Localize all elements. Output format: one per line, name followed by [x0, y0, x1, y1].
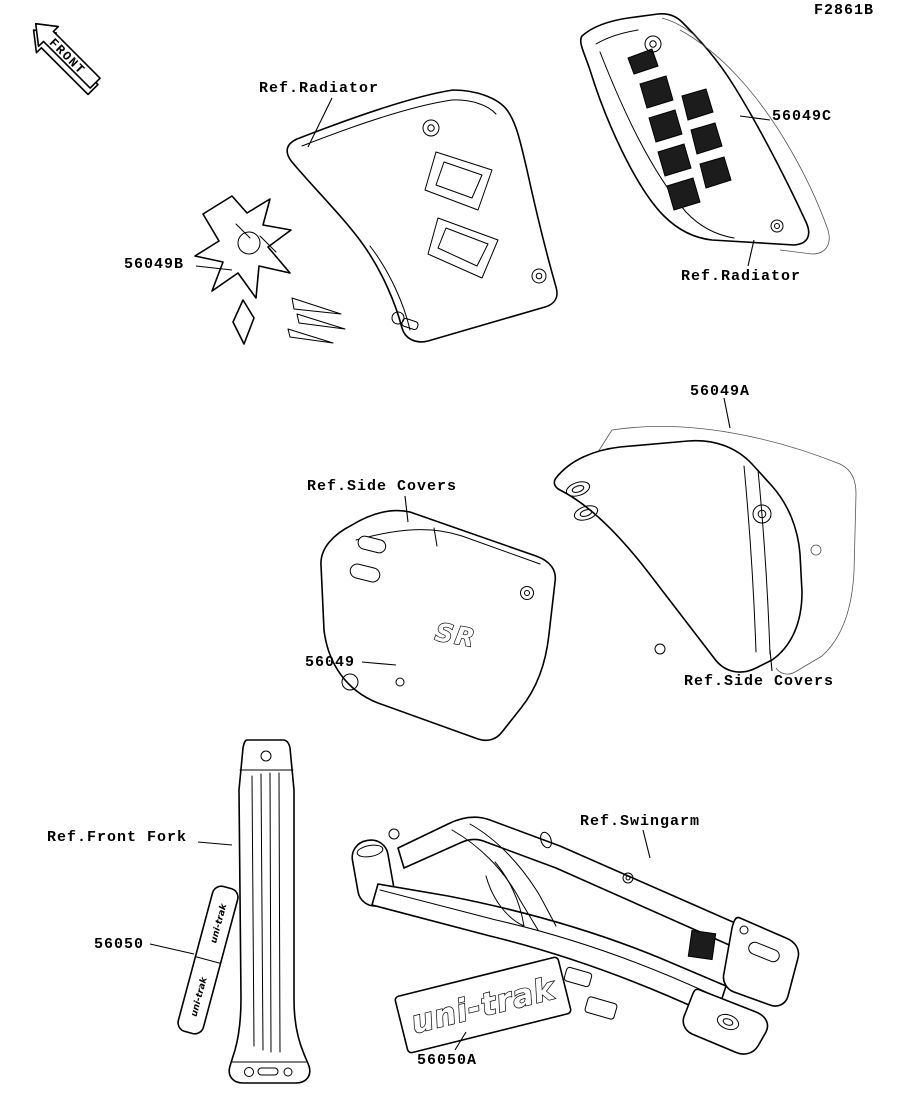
- chain-block: [687, 929, 717, 961]
- label-ref-side-covers-right: Ref.Side Covers: [684, 673, 835, 690]
- front-arrow: FRONT: [32, 22, 101, 96]
- radiator-shroud-left-drawing: [286, 89, 558, 343]
- label-ref-side-covers-left: Ref.Side Covers: [307, 478, 458, 495]
- leader-lines: [149, 97, 773, 1051]
- label-part-56050a: 56050A: [417, 1052, 478, 1069]
- label-part-56049: 56049: [305, 654, 356, 671]
- fork-decal-drawing: uni-trak uni-trak: [177, 885, 239, 1035]
- graphic-decal-56049b: [194, 195, 346, 345]
- sr-decal-text: SR: [433, 617, 479, 653]
- radiator-shroud-right-drawing: [579, 13, 830, 255]
- label-part-56050: 56050: [94, 936, 145, 953]
- label-part-56049c: 56049C: [772, 108, 833, 125]
- label-ref-radiator-right: Ref.Radiator: [681, 268, 802, 285]
- doc-code: F2861B: [814, 2, 875, 19]
- label-part-56049a: 56049A: [690, 383, 751, 400]
- front-arrow-label: FRONT: [46, 36, 88, 78]
- label-part-56049b: 56049B: [124, 256, 185, 273]
- front-fork-guard-drawing: [228, 739, 311, 1084]
- swingarm-drawing: [351, 816, 800, 1055]
- side-cover-right-drawing: [553, 426, 857, 675]
- label-ref-radiator-left: Ref.Radiator: [259, 80, 380, 97]
- label-ref-swingarm: Ref.Swingarm: [580, 813, 701, 830]
- label-ref-front-fork: Ref.Front Fork: [47, 829, 188, 846]
- swingarm-decal-drawing: uni-trak: [394, 956, 572, 1054]
- side-cover-left-drawing: SR: [320, 509, 557, 742]
